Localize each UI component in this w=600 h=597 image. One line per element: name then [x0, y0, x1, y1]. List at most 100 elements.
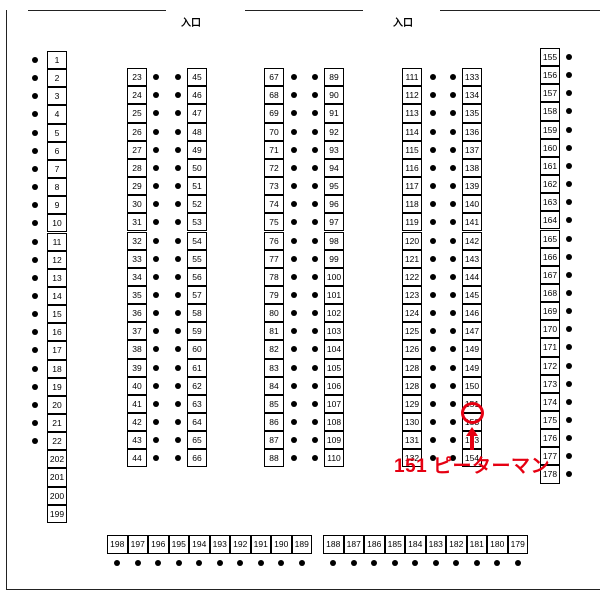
booth-120[interactable]: 120: [402, 231, 422, 250]
booth-42[interactable]: 42: [127, 413, 147, 432]
booth-109[interactable]: 109: [324, 431, 344, 450]
booth-200[interactable]: 200: [47, 486, 67, 505]
booth-75[interactable]: 75: [264, 213, 284, 232]
booth-5[interactable]: 5: [47, 123, 67, 142]
booth-79[interactable]: 79: [264, 285, 284, 305]
booth-91[interactable]: 91: [324, 104, 344, 123]
booth-131[interactable]: 131: [402, 431, 422, 450]
booth-187[interactable]: 187: [343, 535, 364, 554]
booth-52[interactable]: 52: [187, 195, 207, 214]
booth-68[interactable]: 68: [264, 86, 284, 105]
booth-93[interactable]: 93: [324, 140, 344, 159]
booth-150[interactable]: 150: [462, 376, 482, 395]
booth-102[interactable]: 102: [324, 304, 344, 323]
booth-132[interactable]: 132: [402, 449, 422, 468]
booth-56[interactable]: 56: [187, 267, 207, 286]
booth-121[interactable]: 121: [402, 249, 422, 268]
booth-117[interactable]: 117: [402, 177, 422, 196]
booth-175[interactable]: 175: [540, 411, 560, 430]
booth-136[interactable]: 136: [462, 122, 482, 141]
booth-90[interactable]: 90: [324, 86, 344, 105]
booth-116[interactable]: 116: [402, 158, 422, 178]
booth-194[interactable]: 194: [189, 535, 210, 554]
booth-126[interactable]: 126: [402, 340, 422, 359]
booth-78[interactable]: 78: [264, 267, 284, 286]
booth-105[interactable]: 105: [324, 358, 344, 377]
booth-94[interactable]: 94: [324, 158, 344, 178]
booth-73[interactable]: 73: [264, 177, 284, 196]
booth-80[interactable]: 80: [264, 304, 284, 323]
booth-69[interactable]: 69: [264, 104, 284, 123]
booth-7[interactable]: 7: [47, 159, 67, 179]
booth-71[interactable]: 71: [264, 140, 284, 159]
booth-48[interactable]: 48: [187, 122, 207, 141]
booth-144[interactable]: 144: [462, 267, 482, 286]
booth-55[interactable]: 55: [187, 249, 207, 268]
booth-122[interactable]: 122: [402, 267, 422, 286]
booth-135[interactable]: 135: [462, 104, 482, 123]
booth-104[interactable]: 104: [324, 340, 344, 359]
booth-141[interactable]: 141: [462, 213, 482, 232]
booth-184[interactable]: 184: [405, 535, 426, 554]
booth-72[interactable]: 72: [264, 158, 284, 178]
booth-130[interactable]: 130: [402, 413, 422, 432]
booth-62[interactable]: 62: [187, 376, 207, 395]
booth-65[interactable]: 65: [187, 431, 207, 450]
booth-147[interactable]: 147: [462, 322, 482, 341]
booth-35[interactable]: 35: [127, 285, 147, 305]
booth-25[interactable]: 25: [127, 104, 147, 123]
booth-108[interactable]: 108: [324, 413, 344, 432]
booth-124[interactable]: 124: [402, 304, 422, 323]
booth-163[interactable]: 163: [540, 193, 560, 212]
booth-14[interactable]: 14: [47, 286, 67, 306]
booth-26[interactable]: 26: [127, 122, 147, 141]
booth-172[interactable]: 172: [540, 356, 560, 375]
booth-103[interactable]: 103: [324, 322, 344, 341]
booth-118[interactable]: 118: [402, 195, 422, 214]
booth-49[interactable]: 49: [187, 140, 207, 159]
booth-58[interactable]: 58: [187, 304, 207, 323]
booth-179[interactable]: 179: [507, 535, 528, 554]
booth-129[interactable]: 129: [402, 394, 422, 413]
booth-138[interactable]: 138: [462, 158, 482, 178]
booth-183[interactable]: 183: [425, 535, 446, 554]
booth-54[interactable]: 54: [187, 231, 207, 250]
booth-53[interactable]: 53: [187, 213, 207, 232]
booth-60[interactable]: 60: [187, 340, 207, 359]
booth-162[interactable]: 162: [540, 175, 560, 194]
booth-201[interactable]: 201: [47, 468, 67, 487]
booth-74[interactable]: 74: [264, 195, 284, 214]
booth-57[interactable]: 57: [187, 285, 207, 305]
booth-193[interactable]: 193: [209, 535, 230, 554]
booth-106[interactable]: 106: [324, 376, 344, 395]
booth-112[interactable]: 112: [402, 86, 422, 105]
booth-37[interactable]: 37: [127, 322, 147, 341]
booth-33[interactable]: 33: [127, 249, 147, 268]
booth-31[interactable]: 31: [127, 213, 147, 232]
booth-161[interactable]: 161: [540, 156, 560, 176]
booth-34[interactable]: 34: [127, 267, 147, 286]
booth-113[interactable]: 113: [402, 104, 422, 123]
booth-168[interactable]: 168: [540, 283, 560, 303]
booth-29[interactable]: 29: [127, 177, 147, 196]
booth-98[interactable]: 98: [324, 231, 344, 250]
booth-28[interactable]: 28: [127, 158, 147, 178]
booth-82[interactable]: 82: [264, 340, 284, 359]
booth-85[interactable]: 85: [264, 394, 284, 413]
booth-11[interactable]: 11: [47, 232, 67, 251]
booth-76[interactable]: 76: [264, 231, 284, 250]
booth-145[interactable]: 145: [462, 285, 482, 305]
booth-50[interactable]: 50: [187, 158, 207, 178]
booth-123[interactable]: 123: [402, 285, 422, 305]
booth-81[interactable]: 81: [264, 322, 284, 341]
booth-4[interactable]: 4: [47, 105, 67, 124]
booth-146[interactable]: 146: [462, 304, 482, 323]
booth-128[interactable]: 128: [402, 376, 422, 395]
booth-1[interactable]: 1: [47, 51, 67, 70]
booth-21[interactable]: 21: [47, 414, 67, 433]
booth-189[interactable]: 189: [291, 535, 312, 554]
booth-84[interactable]: 84: [264, 376, 284, 395]
booth-176[interactable]: 176: [540, 429, 560, 448]
booth-36[interactable]: 36: [127, 304, 147, 323]
booth-166[interactable]: 166: [540, 247, 560, 266]
